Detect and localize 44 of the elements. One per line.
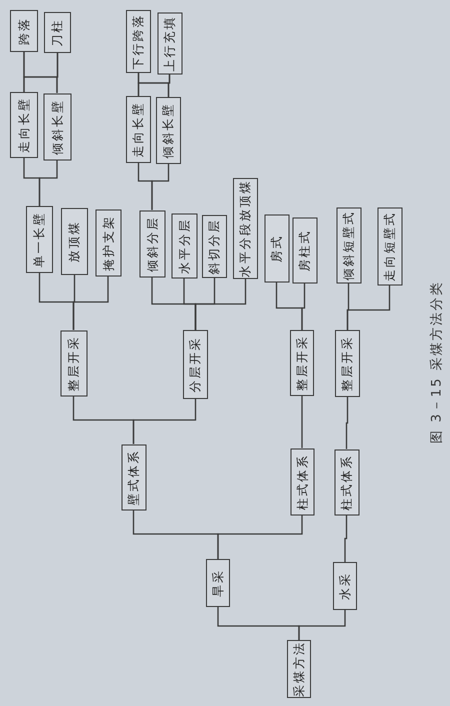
category-box: 房柱式: [292, 217, 317, 283]
connector-line: [151, 164, 170, 210]
category-box: 斜切分层: [202, 215, 227, 278]
category-box: 走向短壁式: [377, 207, 402, 285]
connector-line: [56, 53, 58, 93]
category-box: 走向长壁: [126, 96, 151, 163]
category-box: 采煤方法: [287, 640, 311, 698]
category-box: 跨落: [10, 10, 38, 52]
category-box: 上行充填: [157, 12, 182, 74]
category-box: 水采: [333, 562, 357, 610]
connector-line: [168, 74, 170, 97]
category-box: 柱式体系: [290, 448, 314, 515]
connector-line: [344, 515, 348, 562]
category-box: 刀柱: [44, 12, 71, 53]
connector-line: [217, 515, 303, 559]
figure-caption: 图 3－15 采煤方法分类: [428, 280, 446, 444]
category-box: 下行跨落: [126, 10, 151, 73]
category-box: 房式: [264, 214, 289, 282]
category-box: 旱采: [206, 559, 230, 607]
category-box: 整层开采: [60, 330, 87, 396]
connector-line: [301, 283, 306, 330]
connector-line: [72, 276, 109, 330]
category-box: 走向长壁: [10, 92, 38, 158]
category-box: 单一长壁: [26, 206, 53, 273]
category-box: 水平分层: [171, 213, 197, 278]
category-box: 水平分段放顶煤: [233, 178, 258, 279]
connector-line: [298, 610, 346, 640]
category-box: 倾斜长壁: [43, 93, 71, 160]
connector-line: [346, 285, 390, 330]
category-box: 分层开采: [183, 330, 208, 399]
category-box: 掩护支架: [95, 209, 121, 276]
connector-line: [194, 279, 246, 330]
connector-line: [301, 396, 303, 448]
category-box: 放顶煤: [61, 208, 88, 275]
category-box: 整层开采: [290, 330, 314, 396]
category-box: 倾斜短壁式: [336, 207, 361, 283]
connector-line: [346, 397, 348, 449]
category-box: 倾斜分层: [139, 210, 165, 277]
connector-line: [132, 399, 196, 444]
connector-line: [38, 160, 58, 206]
category-box: 柱式体系: [334, 449, 359, 515]
category-box: 整层开采: [335, 330, 360, 397]
category-box: 倾斜长壁: [156, 97, 181, 164]
category-box: 壁式体系: [121, 444, 146, 510]
